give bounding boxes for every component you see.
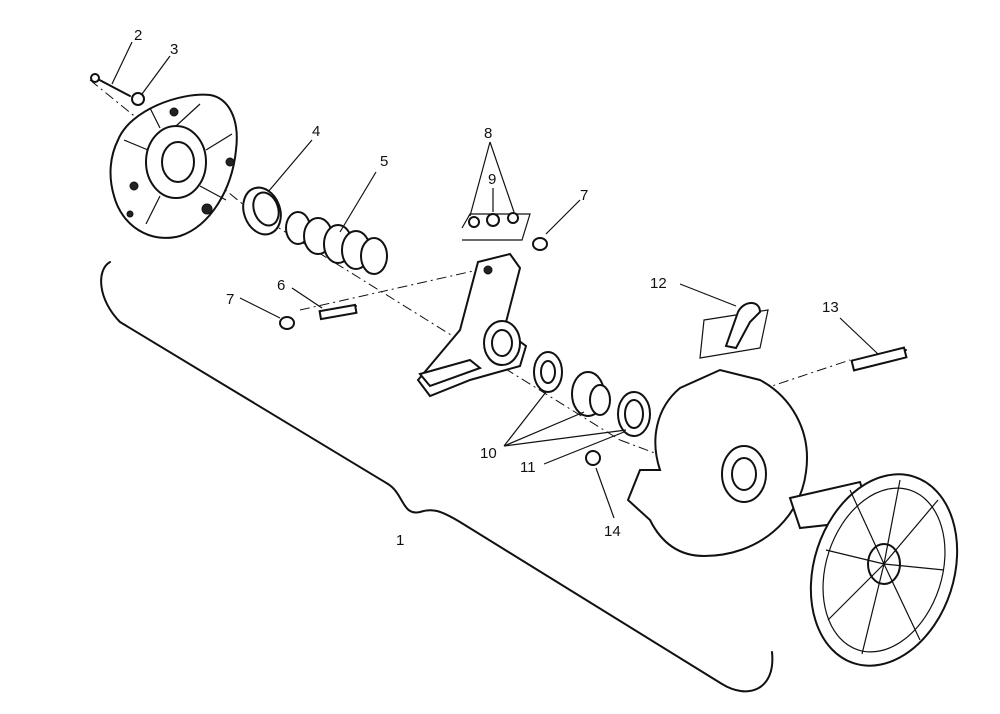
cap-part-left (279, 316, 295, 330)
callout-7-right: 7 (580, 187, 588, 204)
callout-7-left: 7 (226, 291, 234, 308)
bolt-part (90, 73, 131, 97)
spring-part (285, 211, 388, 275)
callout-11: 11 (520, 459, 536, 476)
callout-4: 4 (312, 123, 320, 140)
callout-5: 5 (380, 153, 388, 170)
callout-6: 6 (277, 277, 285, 294)
bushing-set-part (533, 351, 611, 417)
nut-part (585, 450, 601, 466)
roller-set-part (461, 212, 531, 241)
bushing-ring-part (242, 186, 282, 236)
stationary-sheave-part (809, 473, 959, 667)
leader-lines (111, 41, 879, 519)
callout-8: 8 (484, 125, 492, 142)
cap-part-right (532, 237, 548, 251)
callout-1: 1 (396, 532, 404, 549)
pin-axis (299, 264, 501, 311)
washer-part (131, 92, 145, 106)
bolt-part-right (850, 346, 908, 372)
callout-13: 13 (822, 299, 839, 316)
flyweight-part (699, 302, 769, 359)
clutch-cover-part (109, 93, 238, 239)
assembly-bracket (100, 261, 774, 693)
callout-3: 3 (170, 41, 178, 58)
callout-9: 9 (488, 171, 496, 188)
callout-2: 2 (134, 27, 142, 44)
pin-part (318, 303, 358, 321)
moveable-sheave-part (626, 368, 808, 558)
ring-part (617, 391, 651, 437)
callout-14: 14 (604, 523, 621, 540)
callout-10: 10 (480, 445, 497, 462)
spider-arm-part (416, 252, 528, 398)
callout-12: 12 (650, 275, 667, 292)
